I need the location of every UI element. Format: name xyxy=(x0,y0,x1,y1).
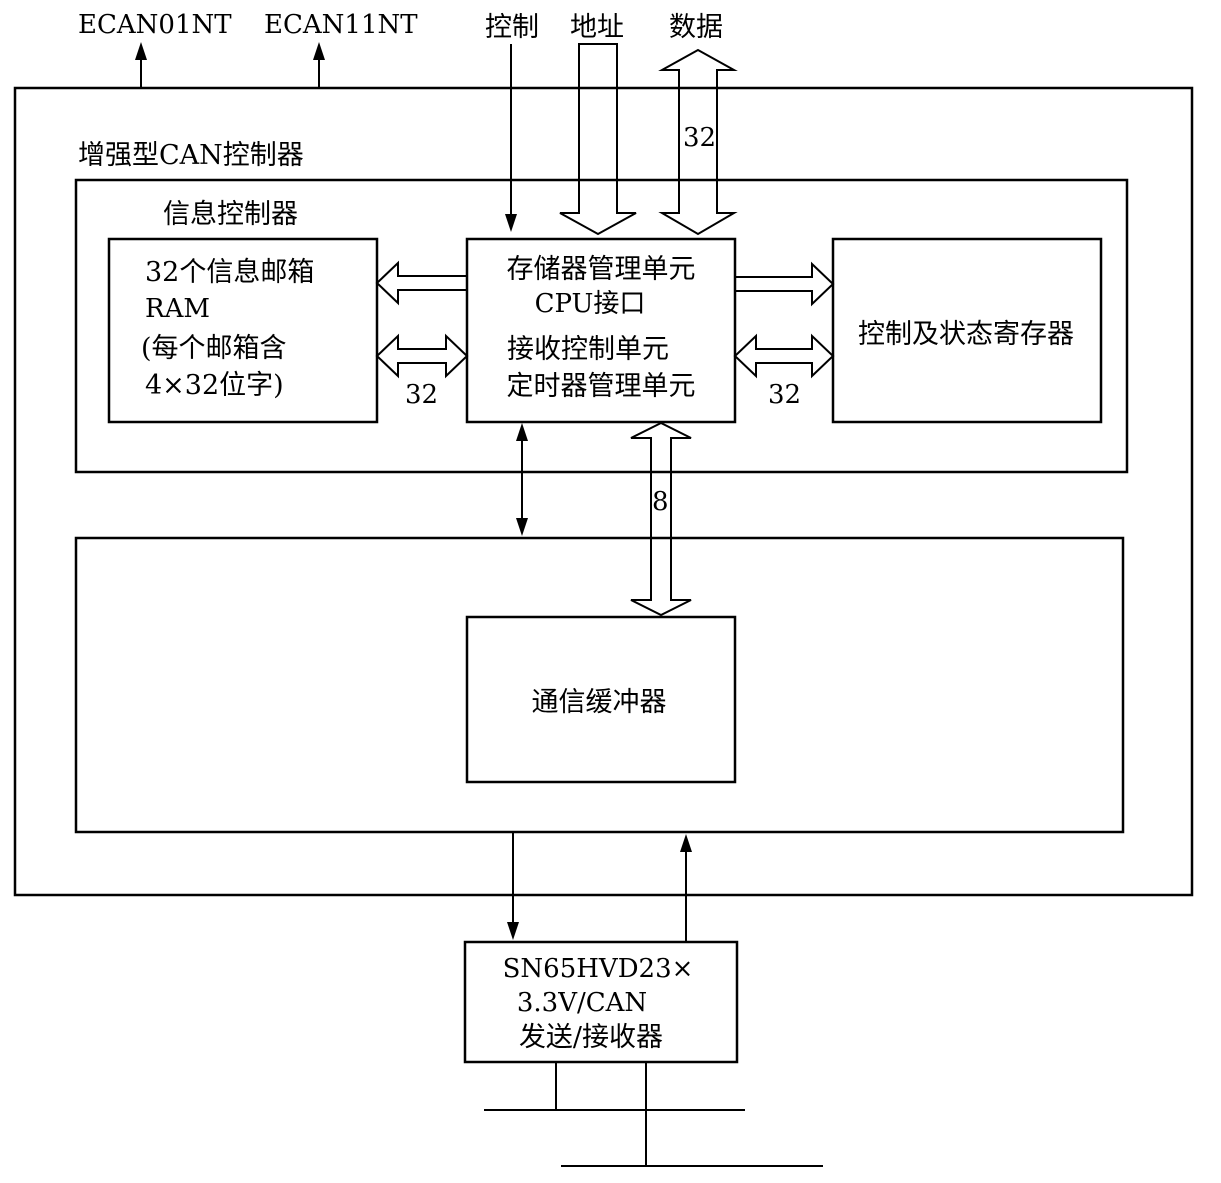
data-bus-width-label: 32 xyxy=(683,123,716,153)
mmu-line-1: 存储器管理单元 xyxy=(507,254,696,285)
memory-management-box xyxy=(465,237,737,424)
mmu-to-registers-arrow xyxy=(734,261,835,307)
control-line-arrow xyxy=(505,44,517,232)
mmu-buffer-bus-arrow xyxy=(630,421,692,617)
data-signal-label: 数据 xyxy=(669,12,723,43)
address-signal-label: 地址 xyxy=(570,12,624,43)
mailbox-mmu-bus-arrow xyxy=(375,333,469,379)
transceiver-line-3: 发送/接收器 xyxy=(519,1022,663,1053)
message-controller-title: 信息控制器 xyxy=(163,199,298,230)
mailbox-line-2: RAM xyxy=(145,294,210,324)
communication-area-box xyxy=(74,536,1125,834)
mmu-line-2: CPU接口 xyxy=(535,289,646,319)
transceiver-line-2: 3.3V/CAN xyxy=(517,988,647,1018)
address-bus-arrow xyxy=(559,43,637,236)
mmu-line-3: 接收控制单元 xyxy=(507,334,669,365)
interrupt-0-arrow xyxy=(135,42,147,88)
status-register-box xyxy=(831,237,1103,424)
interrupt-0-label: ECAN01NT xyxy=(78,10,232,40)
mailbox-line-4: 4×32位字) xyxy=(145,370,284,401)
mailbox-ram-box xyxy=(107,237,379,424)
message-controller-box xyxy=(74,178,1129,474)
interrupt-1-label: ECAN11NT xyxy=(264,10,418,40)
interrupt-1-arrow xyxy=(313,42,325,88)
ecan-module-box xyxy=(13,86,1194,897)
register-bus-width-label: 32 xyxy=(768,380,801,410)
mmu-registers-bus-arrow xyxy=(733,333,835,379)
transceiver-line-1: SN65HVD23× xyxy=(503,954,694,984)
mmu-line-4: 定时器管理单元 xyxy=(507,371,696,402)
status-register-label: 控制及状态寄存器 xyxy=(858,319,1074,350)
data-bus-arrow xyxy=(658,48,738,236)
comm-to-transceiver-arrow xyxy=(507,832,519,940)
ecan-title: 增强型CAN控制器 xyxy=(78,140,304,171)
can-bus-lines xyxy=(484,1062,823,1167)
communication-buffer-box xyxy=(465,615,737,784)
mailbox-bus-width-label: 32 xyxy=(405,380,438,410)
transceiver-box xyxy=(463,940,739,1064)
mailbox-line-3: (每个邮箱含 xyxy=(141,333,287,364)
buffer-bus-width-label: 8 xyxy=(652,487,669,517)
communication-buffer-label: 通信缓冲器 xyxy=(532,687,667,718)
mmu-comm-area-arrow xyxy=(516,423,528,536)
mmu-to-mailbox-arrow xyxy=(375,260,468,306)
control-signal-label: 控制 xyxy=(485,12,539,43)
transceiver-to-comm-arrow xyxy=(680,834,692,942)
mailbox-line-1: 32个信息邮箱 xyxy=(145,257,314,288)
